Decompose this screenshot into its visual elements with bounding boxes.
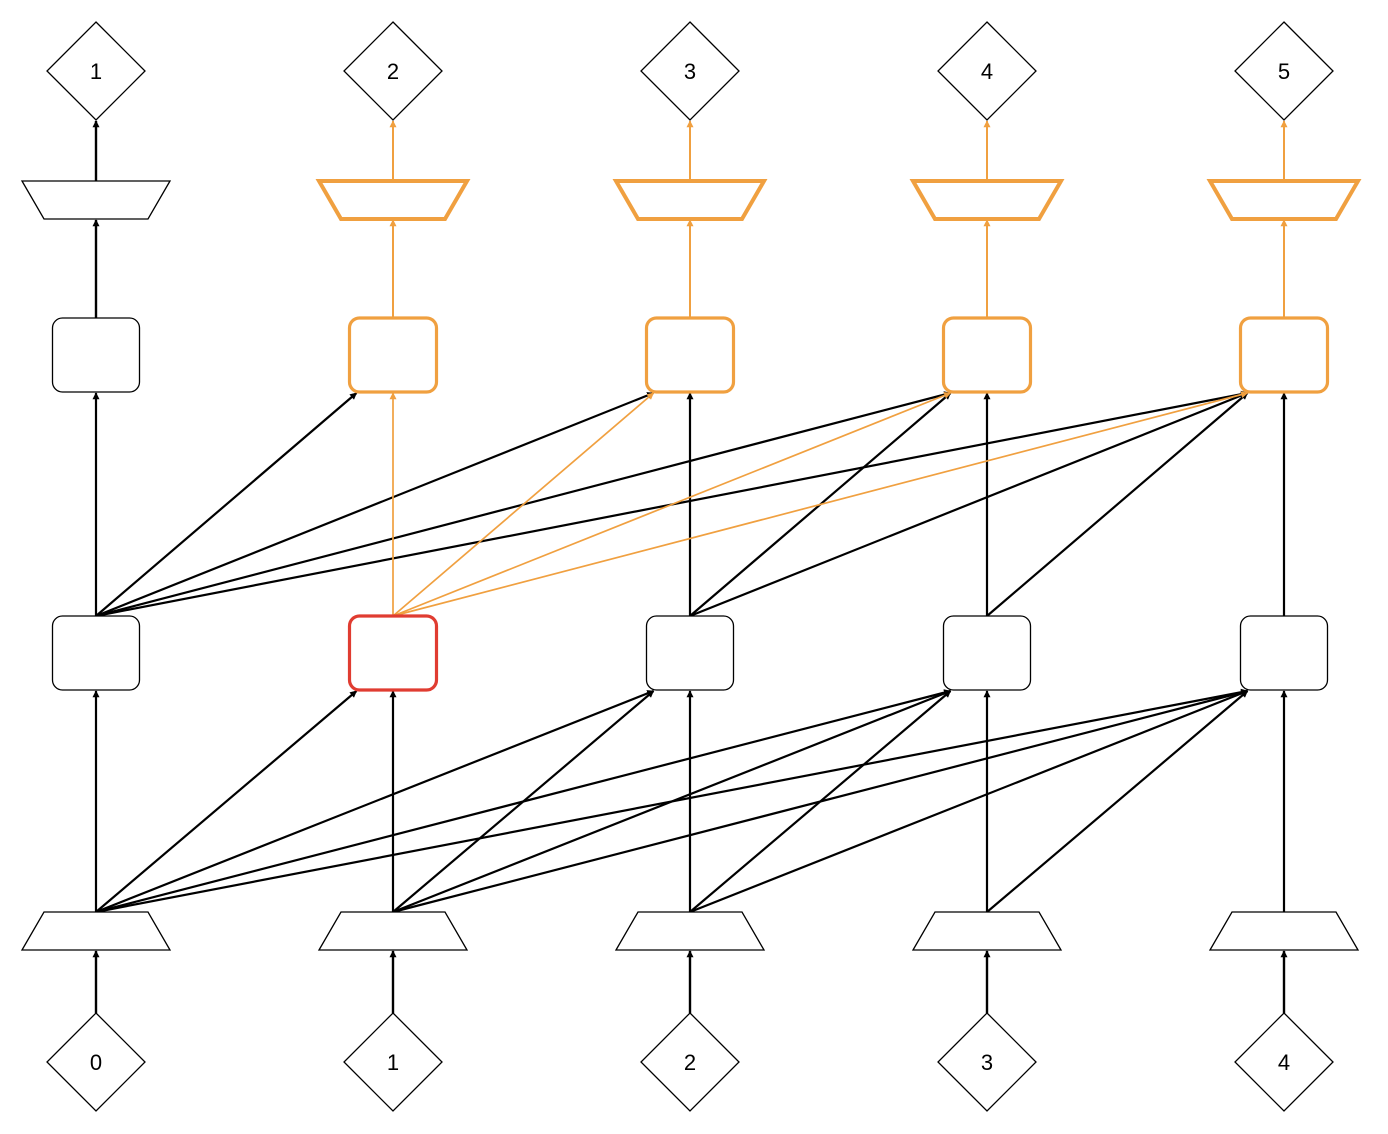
output-token: 5 [1234,21,1334,121]
attention-edge-layer1-layer2 [95,391,655,618]
token-label: 0 [90,1050,102,1075]
layer2-node-highlighted [644,316,736,394]
input-token: 1 [343,1012,443,1112]
input-embedding [911,911,1063,951]
output-head [909,179,1065,221]
diamond-shape [937,21,1037,121]
token-label: 2 [387,59,399,84]
attention-edge-layer1-layer2 [392,392,655,617]
token-label: 4 [981,59,993,84]
diamond-shape [1234,21,1334,121]
output-head [612,179,768,221]
token-label: 3 [684,59,696,84]
attention-edge-layer1-layer2 [986,392,1249,617]
output-head [1206,179,1362,221]
layer2-node-highlighted [941,316,1033,394]
attention-edge-input-layer1 [95,690,358,913]
input-token: 2 [640,1012,740,1112]
layer2-node [51,317,141,393]
edges-layer [92,120,1288,1013]
output-token: 2 [343,21,443,121]
input-embedding [317,911,469,951]
layer1-node [1239,615,1329,691]
output-token: 1 [46,21,146,121]
input-embedding [614,911,766,951]
token-label: 5 [1278,59,1290,84]
input-token: 3 [937,1012,1037,1112]
diamond-shape [1234,1012,1334,1112]
layer1-node [51,615,141,691]
diamond-shape [937,1012,1037,1112]
input-token: 4 [1234,1012,1334,1112]
token-label: 2 [684,1050,696,1075]
diamond-shape [640,1012,740,1112]
diamond-shape [343,21,443,121]
nodes-layer: 0 1 2 3 4 1 2 3 4 5 [20,21,1362,1112]
token-label: 3 [981,1050,993,1075]
attention-edge-input-layer1 [986,690,1249,913]
layer1-node [942,615,1032,691]
layer1-node-selected [347,614,439,692]
attention-edge-input-layer1 [392,689,952,914]
attention-edge-layer1-layer2 [689,391,1249,618]
attention-edge-input-layer1 [689,690,952,913]
attention-edge-input-layer1 [689,689,1249,914]
layer2-node-highlighted [1238,316,1330,394]
output-token: 4 [937,21,1037,121]
attention-edge-input-layer1 [392,690,655,913]
input-embedding [20,911,172,951]
diamond-shape [343,1012,443,1112]
layer2-node-highlighted [347,316,439,394]
diamond-shape [46,1012,146,1112]
token-label: 1 [387,1050,399,1075]
attention-edge-layer1-layer2 [392,391,1249,617]
layer1-node [645,615,735,691]
output-head [20,180,172,220]
diamond-shape [640,21,740,121]
output-head [315,179,471,221]
token-label: 4 [1278,1050,1290,1075]
attention-edge-layer1-layer2 [95,392,358,617]
input-embedding [1208,911,1360,951]
diamond-shape [46,21,146,121]
output-token: 3 [640,21,740,121]
attention-edge-layer1-layer2 [392,392,952,617]
input-token: 0 [46,1012,146,1112]
token-label: 1 [90,59,102,84]
attention-edge-input-layer1 [95,689,655,914]
